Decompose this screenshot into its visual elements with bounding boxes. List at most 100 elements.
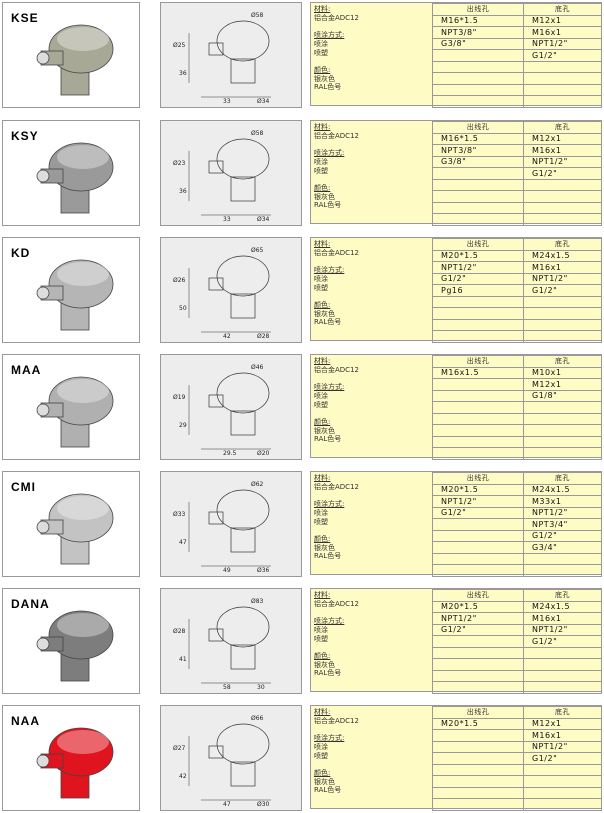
bottom-thread-cell: G1/2" [523, 167, 602, 180]
bottom-thread-cell [523, 95, 602, 108]
outlet-thread-cell [432, 213, 524, 226]
table-row: G1/2" [432, 752, 602, 765]
header-outlet-hole: 出线孔 [432, 3, 524, 16]
drawing-head [216, 255, 270, 297]
material-alloy: 铝合金ADC12 [314, 716, 359, 725]
box-body [48, 727, 114, 777]
spacer [314, 409, 432, 418]
color-ral: RAL色号 [314, 318, 342, 327]
outlet-thread-cell: NPT3/8" [432, 26, 524, 39]
header-outlet-hole: 出线孔 [432, 589, 524, 602]
box-highlight [57, 262, 109, 286]
coating-title: 喷涂方式: [314, 500, 345, 509]
bottom-thread-cell [523, 295, 602, 308]
dim-height: 42 [179, 773, 187, 780]
spacer [314, 608, 432, 617]
outlet-thread-cell [432, 658, 524, 671]
outlet-thread-cell [432, 330, 524, 343]
coating-spray: 喷涂 [314, 742, 328, 751]
bottom-thread-cell: M16x1 [523, 612, 602, 625]
color-silver: 银灰色 [314, 777, 335, 786]
bottom-thread-cell: NPT1/2" [523, 37, 602, 50]
bottom-thread-cell [523, 775, 602, 788]
coating-spray: 喷涂 [314, 625, 328, 634]
table-row: G1/2" [432, 529, 602, 542]
dim-width: 49 [223, 567, 231, 574]
table-row [432, 552, 602, 565]
outlet-thread-cell: M20*1.5 [432, 600, 524, 613]
table-row [432, 646, 602, 659]
bottom-thread-cell: M16x1 [523, 261, 602, 274]
table-row [432, 412, 602, 425]
coating-spray: 喷涂 [314, 157, 328, 166]
product-photo: KD [2, 237, 140, 343]
dim-height: 29 [179, 422, 187, 429]
outlet-thread-cell [432, 564, 524, 577]
outlet-thread-cell: Pg16 [432, 284, 524, 297]
dim-neck-diameter: Ø28 [257, 333, 270, 340]
color-silver: 银灰色 [314, 74, 335, 83]
outlet-thread-cell: G3/8" [432, 155, 524, 168]
bottom-thread-cell: NPT3/4" [523, 518, 602, 531]
color-ral: RAL色号 [314, 201, 342, 210]
table-row [432, 330, 602, 343]
table-row: G1/2"NPT1/2" [432, 272, 602, 285]
product-photo: CMI [2, 471, 140, 577]
material-title: 材料: [314, 708, 331, 716]
header-outlet-hole: 出线孔 [432, 355, 524, 368]
dim-height: 36 [179, 70, 187, 77]
table-row: G1/2" [432, 167, 602, 180]
outlet-thread-cell [432, 786, 524, 799]
bottom-thread-cell: NPT1/2" [523, 623, 602, 636]
table-row: NPT1/2"M16x1 [432, 261, 602, 274]
color-title: 颜色: [314, 651, 331, 660]
coating-powder: 喷塑 [314, 48, 328, 57]
table-row: G1/2"NPT1/2" [432, 623, 602, 636]
table-row [432, 763, 602, 776]
spacer [314, 292, 432, 301]
drawing-neck [230, 527, 256, 553]
gland-opening [36, 403, 50, 417]
dim-gland-diameter: Ø33 [173, 511, 186, 518]
outlet-thread-cell: G1/2" [432, 272, 524, 285]
junction-box-illustration [36, 259, 114, 331]
color-ral: RAL色号 [314, 786, 342, 795]
bottom-thread-cell [523, 201, 602, 214]
dim-neck-diameter: Ø30 [257, 801, 270, 808]
dim-neck-diameter: 30 [257, 684, 265, 691]
spacer [314, 257, 432, 266]
bottom-thread-cell: NPT1/2" [523, 740, 602, 753]
table-row [432, 775, 602, 788]
bottom-thread-cell: M12x1 [523, 14, 602, 27]
color-silver: 银灰色 [314, 192, 335, 201]
box-body [48, 493, 114, 543]
box-body [48, 24, 114, 74]
box-highlight [57, 379, 109, 403]
outlet-thread-cell [432, 646, 524, 659]
junction-box-illustration [36, 610, 114, 682]
table-row [432, 669, 602, 682]
bottom-thread-cell [523, 307, 602, 320]
outlet-thread-cell: NPT1/2" [432, 495, 524, 508]
drawing-head [216, 372, 270, 414]
bottom-thread-cell [523, 798, 602, 811]
table-row [432, 178, 602, 191]
bottom-thread-cell: M16x1 [523, 144, 602, 157]
bottom-thread-cell [523, 763, 602, 776]
table-row: NPT1/2"M33x1 [432, 495, 602, 508]
